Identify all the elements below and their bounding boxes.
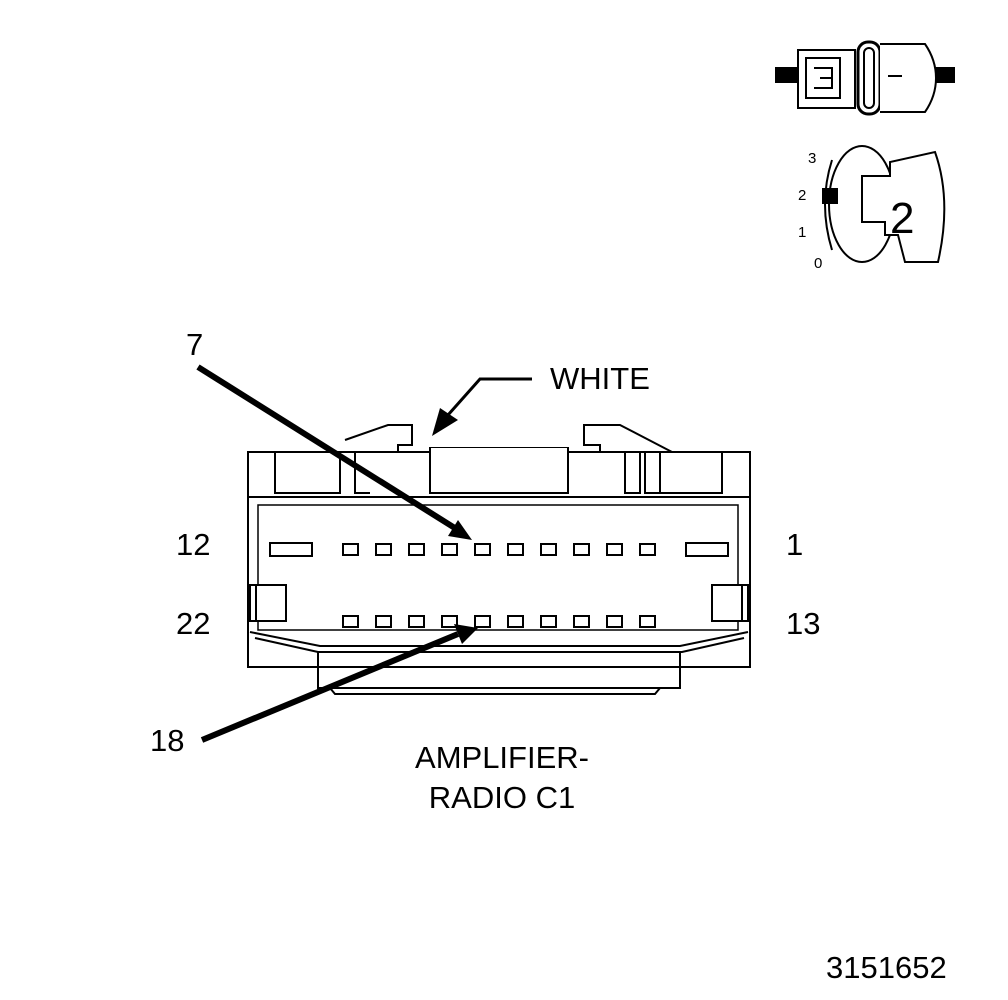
scale-mark-0: 0 (814, 255, 822, 272)
terminal (540, 543, 557, 556)
position-digit: 2 (890, 194, 914, 243)
connector-side-view-icon (775, 40, 955, 116)
pin-label-22: 22 (176, 606, 210, 641)
terminal (507, 543, 524, 556)
terminal (441, 543, 458, 556)
terminal (408, 615, 425, 628)
leader-pin-7 (196, 364, 472, 540)
connector-title-line2: RADIO C1 (429, 780, 575, 815)
figure-id: 3151652 (826, 950, 947, 985)
terminal (573, 543, 590, 556)
pin-label-1: 1 (786, 527, 803, 562)
terminal-13 (639, 615, 656, 628)
terminal-12 (269, 542, 313, 557)
terminal (606, 543, 623, 556)
terminal (408, 543, 425, 556)
position-scale-icon: 3 2 1 0 2 (798, 145, 946, 272)
terminal (606, 615, 623, 628)
terminal (375, 615, 392, 628)
terminal (540, 615, 557, 628)
terminal (507, 615, 524, 628)
leader-white (432, 377, 532, 436)
color-label: WHITE (550, 361, 650, 396)
terminal-row-top (269, 542, 729, 557)
connector-body (247, 424, 751, 695)
terminal (441, 615, 458, 628)
leader-pin-18 (200, 624, 478, 743)
terminal-18 (474, 615, 491, 628)
scale-mark-2: 2 (798, 187, 806, 204)
terminal-7 (474, 543, 491, 556)
pin-label-13: 13 (786, 606, 820, 641)
callout-pin-7: 7 (186, 327, 203, 362)
callout-pin-18: 18 (150, 723, 184, 758)
terminal-row-bottom (342, 615, 656, 628)
scale-mark-1: 1 (798, 224, 806, 241)
terminal (639, 543, 656, 556)
terminal-1 (685, 542, 729, 557)
terminal (375, 543, 392, 556)
terminal (342, 543, 359, 556)
scale-mark-3: 3 (808, 150, 816, 167)
terminal (573, 615, 590, 628)
terminal-22 (342, 615, 359, 628)
pin-label-12: 12 (176, 527, 210, 562)
connector-title-line1: AMPLIFIER- (415, 740, 589, 775)
